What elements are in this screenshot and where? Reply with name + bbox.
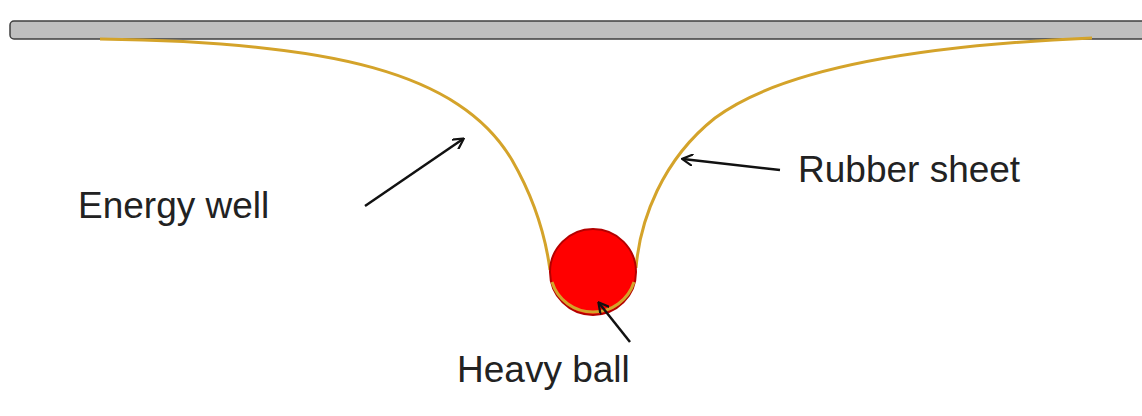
leader-arrow [599, 303, 630, 342]
heavy-ball [550, 229, 636, 315]
leader-arrow [365, 139, 463, 206]
callout-label: Rubber sheet [798, 150, 1020, 191]
support-bar [10, 21, 1142, 39]
callout-label: Heavy ball [457, 350, 630, 391]
callout-label: Energy well [78, 186, 269, 227]
leader-arrow [683, 159, 780, 170]
rubber-sheet-right [636, 38, 1092, 268]
rubber-sheet-under-ball [552, 282, 634, 312]
rubber-sheet-left [100, 39, 550, 270]
